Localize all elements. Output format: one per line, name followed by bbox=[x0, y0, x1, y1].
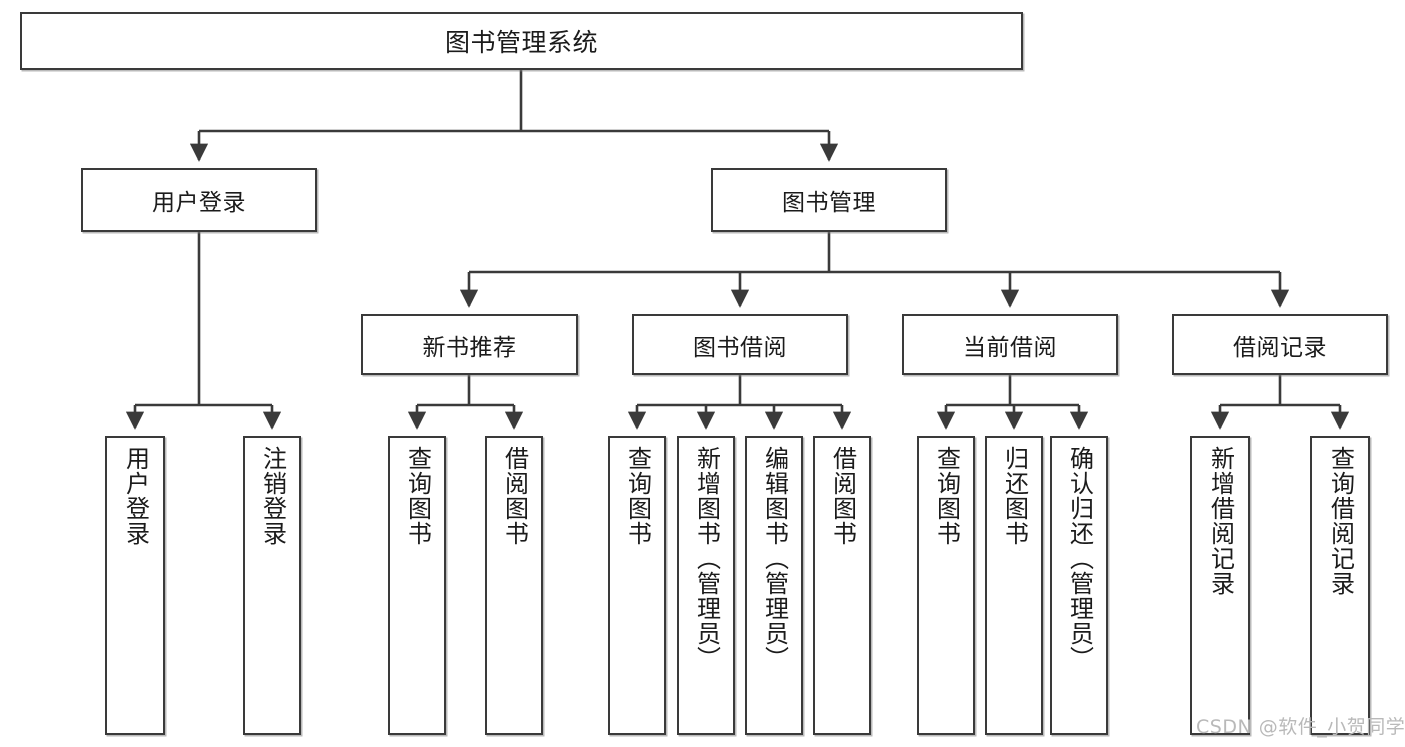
node-user-login[interactable]: 用户登录 bbox=[81, 168, 317, 232]
node-current-borrow-label: 当前借阅 bbox=[963, 334, 1057, 361]
leaf-borrow-borrow-book-label: 借阅图书 bbox=[828, 446, 857, 546]
node-user-login-label: 用户登录 bbox=[152, 190, 246, 216]
leaf-user-login[interactable]: 用户登录 bbox=[105, 436, 165, 735]
leaf-borrow-edit-book-admin[interactable]: 编辑图书（管理员） bbox=[745, 436, 803, 735]
leaf-current-query-book-label: 查询图书 bbox=[932, 446, 961, 546]
leaf-newbook-query-book-label: 查询图书 bbox=[403, 446, 432, 546]
leaf-borrow-add-book-admin-label: 新增图书（管理员） bbox=[692, 446, 721, 671]
node-new-book-recommend[interactable]: 新书推荐 bbox=[361, 314, 578, 375]
node-borrow-record[interactable]: 借阅记录 bbox=[1172, 314, 1388, 375]
node-current-borrow[interactable]: 当前借阅 bbox=[902, 314, 1118, 375]
leaf-borrow-edit-book-admin-label: 编辑图书（管理员） bbox=[760, 446, 789, 671]
node-borrow-record-label: 借阅记录 bbox=[1233, 334, 1327, 361]
node-book-borrow-label: 图书借阅 bbox=[693, 334, 787, 361]
node-new-book-recommend-label: 新书推荐 bbox=[422, 334, 517, 361]
leaf-borrow-add-book-admin[interactable]: 新增图书（管理员） bbox=[677, 436, 735, 735]
leaf-newbook-query-book[interactable]: 查询图书 bbox=[388, 436, 446, 735]
leaf-record-add-record[interactable]: 新增借阅记录 bbox=[1190, 436, 1250, 735]
leaf-logout-login[interactable]: 注销登录 bbox=[243, 436, 301, 735]
leaf-current-query-book[interactable]: 查询图书 bbox=[917, 436, 975, 735]
node-root-label: 图书管理系统 bbox=[444, 28, 598, 57]
leaf-record-query-record[interactable]: 查询借阅记录 bbox=[1310, 436, 1370, 735]
leaf-record-query-record-label: 查询借阅记录 bbox=[1326, 446, 1355, 596]
leaf-logout-login-label: 注销登录 bbox=[258, 446, 287, 546]
node-book-borrow[interactable]: 图书借阅 bbox=[632, 314, 848, 375]
leaf-user-login-label: 用户登录 bbox=[121, 446, 150, 546]
leaf-newbook-borrow-book-label: 借阅图书 bbox=[500, 446, 529, 546]
leaf-current-return-book-label: 归还图书 bbox=[1000, 446, 1029, 546]
leaf-current-confirm-return-admin[interactable]: 确认归还（管理员） bbox=[1050, 436, 1108, 735]
node-book-management-label: 图书管理 bbox=[782, 190, 876, 216]
leaf-current-confirm-return-admin-label: 确认归还（管理员） bbox=[1065, 446, 1094, 671]
leaf-borrow-query-book[interactable]: 查询图书 bbox=[608, 436, 666, 735]
node-book-management[interactable]: 图书管理 bbox=[711, 168, 947, 232]
leaf-borrow-borrow-book[interactable]: 借阅图书 bbox=[813, 436, 871, 735]
leaf-borrow-query-book-label: 查询图书 bbox=[623, 446, 652, 546]
leaf-current-return-book[interactable]: 归还图书 bbox=[985, 436, 1043, 735]
leaf-newbook-borrow-book[interactable]: 借阅图书 bbox=[485, 436, 543, 735]
connectors bbox=[125, 70, 1350, 430]
node-root[interactable]: 图书管理系统 bbox=[20, 12, 1023, 70]
leaf-record-add-record-label: 新增借阅记录 bbox=[1206, 446, 1235, 596]
